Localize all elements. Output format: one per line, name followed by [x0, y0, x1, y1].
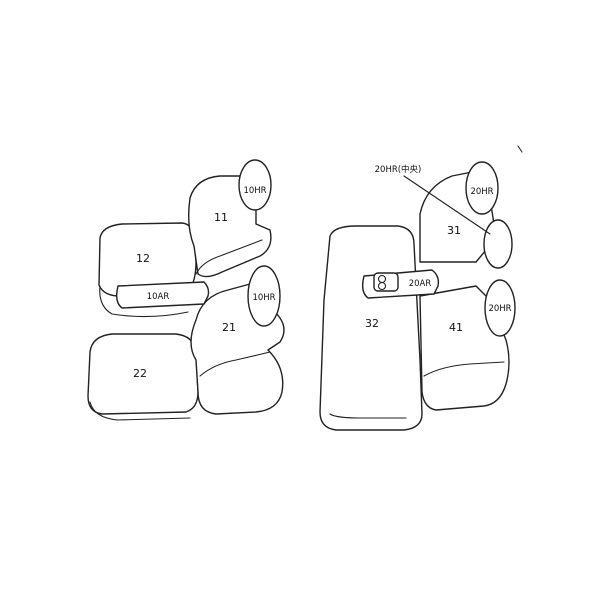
seat-part-21-side-line [199, 351, 271, 377]
center-headrest-leader-line [403, 175, 491, 235]
rear-headrest-upper-oval [465, 161, 499, 215]
seat-part-11-side-line [195, 239, 263, 275]
corner-mark [517, 145, 523, 153]
cup-holder-box [373, 272, 399, 292]
seat-part-12-base-line [99, 285, 189, 318]
label-part-32: 32 [365, 317, 379, 330]
front-armrest-10ar-outline [115, 281, 210, 309]
label-part-41: 41 [449, 321, 463, 334]
rear-headrest-center-oval [483, 219, 513, 269]
front-headrest-lower-oval [247, 265, 281, 327]
label-part-31: 31 [447, 224, 461, 237]
label-part-11: 11 [214, 211, 228, 224]
seat-part-22-base-line [89, 401, 191, 421]
rear-headrest-lower-oval [484, 279, 516, 337]
label-rear-headrest-upper: 20HR [470, 187, 493, 197]
label-front-headrest-lower: 10HR [252, 293, 275, 303]
label-center-headrest-callout: 20HR(中央) [375, 164, 422, 175]
label-rear-armrest: 20AR [409, 279, 432, 289]
label-front-armrest: 10AR [147, 292, 170, 302]
seat-part-41-side-line [423, 361, 505, 377]
seat-part-32-inner-line [329, 413, 407, 419]
label-front-headrest-upper: 10HR [243, 186, 266, 196]
label-rear-headrest-lower: 20HR [488, 304, 511, 314]
label-part-12: 12 [136, 252, 150, 265]
label-part-22: 22 [133, 367, 147, 380]
label-part-21: 21 [222, 321, 236, 334]
cup-holder-ring-2 [377, 281, 387, 291]
front-headrest-upper-oval [238, 159, 272, 211]
